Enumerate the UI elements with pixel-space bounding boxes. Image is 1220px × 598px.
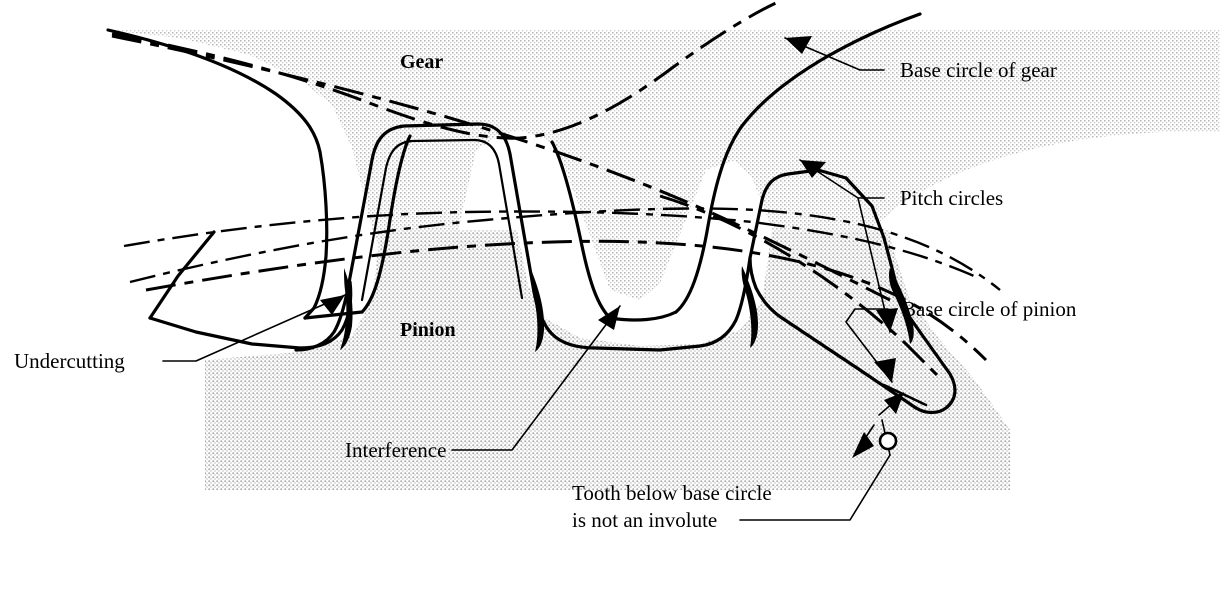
gear-right-tooth-root-arc [608, 310, 678, 322]
callout-base-circle-of-pinion: Base circle of pinion [845, 297, 1077, 383]
interference-wedge-left [340, 268, 353, 350]
label-base-circle-of-gear: Base circle of gear [900, 58, 1057, 82]
base-circle-of-pinion-branch [659, 194, 944, 382]
leader-base-circle-of-gear [784, 37, 885, 71]
gear-left-tooth-root-arc [303, 310, 364, 320]
arrow-head-icon [800, 160, 826, 178]
label-undercutting: Undercutting [14, 349, 125, 373]
label-pinion: Pinion [400, 319, 456, 341]
base-circle-of-gear-line [111, 34, 891, 302]
gear-left-tooth-left-flank [106, 28, 329, 320]
pinion-center-tooth-outer [346, 122, 536, 294]
pinion-right-tooth-below-base-bottom [780, 316, 918, 410]
pinion-body [205, 126, 1010, 490]
callout-base-circle-of-gear: Base circle of gear [784, 36, 1057, 82]
dimension-origin-circle-icon [878, 431, 898, 451]
pinion-center-tooth-inner-involute [360, 138, 524, 302]
interference-wedge-center [531, 272, 545, 352]
pitch-circle-of-pinion [129, 207, 1001, 291]
gear-left-tooth-right-flank [360, 134, 412, 314]
label-tooth-below-line1: Tooth below base circle [572, 481, 772, 505]
base-circle-of-pinion [145, 239, 988, 362]
arrow-head-icon [320, 295, 345, 315]
leader-undercutting [162, 294, 346, 362]
pinion-left-tooth-top [148, 316, 302, 350]
label-tooth-below-line2: is not an involute [572, 508, 717, 532]
interference-wedge-right-a [741, 266, 758, 348]
callout-pitch-circles: Pitch circles [799, 159, 1003, 333]
leader-interference [451, 305, 621, 451]
callout-tooth-below-base-circle: Tooth below base circle is not an involu… [572, 383, 928, 532]
arrow-head-icon [884, 392, 904, 414]
pinion-center-tooth-left-root [294, 286, 350, 352]
pitch-circle-of-gear [123, 210, 975, 278]
pinion-right-tooth-below-base-left [748, 256, 784, 320]
arrow-head-icon [852, 432, 874, 458]
pinion-shaded-region [205, 126, 1010, 490]
pinion-right-tooth-below-base-right [914, 330, 957, 415]
arrow-head-icon [598, 306, 620, 330]
pinion-right-tooth-upper-left [748, 168, 848, 260]
callout-interference: Interference [345, 305, 621, 462]
dimension-witness-tick [882, 383, 928, 407]
pinion-center-right-root-arc [594, 344, 702, 352]
label-pitch-circles: Pitch circles [900, 186, 1003, 210]
interference-wedges [340, 266, 914, 352]
gear-right-tooth-right-flank [674, 12, 922, 314]
arrow-head-icon [876, 308, 898, 332]
leader-tooth-below-base-circle [739, 454, 891, 521]
base-circle-of-gear [111, 0, 779, 140]
callout-undercutting: Undercutting [14, 294, 346, 373]
interference-wedge-right-b [889, 268, 914, 344]
gear-right-tooth-left-flank [550, 140, 612, 320]
label-gear: Gear [400, 51, 443, 73]
label-base-circle-of-pinion: Base circle of pinion [902, 297, 1077, 321]
arrow-head-icon [785, 36, 812, 54]
label-interference: Interference [345, 438, 446, 462]
arrow-head-icon [874, 358, 896, 382]
pinion-left-tooth-lower-edge [148, 230, 216, 320]
leader-base-circle-of-pinion [845, 308, 893, 383]
